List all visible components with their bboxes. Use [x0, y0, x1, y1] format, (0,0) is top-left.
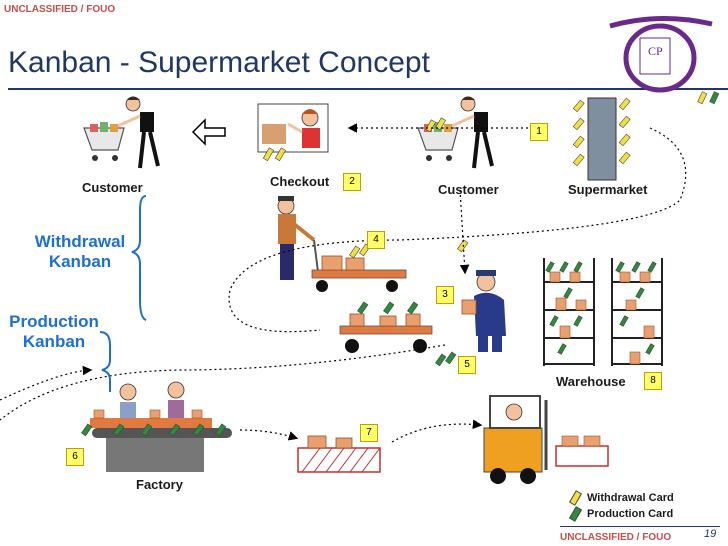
step-badge-4: 4	[367, 231, 385, 249]
warehouse-worker-icon	[461, 270, 506, 352]
legend-withdrawal: Withdrawal Card	[568, 490, 708, 506]
production-kanban-label: Production Kanban	[9, 312, 99, 351]
warehouse-label: Warehouse	[556, 374, 626, 389]
factory-label: Factory	[136, 477, 183, 492]
legend-withdrawal-label: Withdrawal Card	[587, 492, 674, 504]
step-badge-7: 7	[360, 424, 378, 442]
classification-bottom: UNCLASSIFIED / FOUO	[560, 532, 672, 543]
forklift-icon	[483, 395, 609, 484]
corner-cards-icon	[697, 91, 720, 105]
parts-pallet-icon	[297, 435, 381, 473]
step-badge-1: 1	[530, 123, 548, 141]
page-title: Kanban - Supermarket Concept	[8, 46, 430, 79]
worker-cart-icon	[277, 196, 407, 292]
supermarket-shelf-icon	[572, 97, 631, 181]
legend: Withdrawal Card Production Card	[568, 490, 708, 522]
step-badge-3: 3	[436, 286, 454, 304]
footer-divider	[560, 526, 720, 527]
customer-label-left: Customer	[82, 180, 143, 195]
checkout-clerk-icon	[257, 103, 329, 162]
supermarket-label: Supermarket	[568, 182, 648, 197]
customer-label-right: Customer	[438, 182, 499, 197]
page-number: 19	[704, 528, 717, 540]
warehouse-rack-icon	[543, 258, 663, 366]
kanban-brace-icon	[99, 195, 147, 392]
legend-production: Production Card	[568, 506, 708, 522]
customer-shopping-cart-icon	[83, 96, 160, 169]
production-card-icon	[568, 506, 583, 522]
legend-production-label: Production Card	[587, 508, 674, 520]
step-badge-6: 6	[66, 448, 84, 466]
kanban-cards-icon	[435, 239, 469, 367]
title-divider	[8, 88, 728, 90]
classification-top: UNCLASSIFIED / FOUO	[4, 4, 116, 15]
step-badge-8: 8	[644, 372, 662, 390]
logo-icon: CP	[609, 15, 713, 93]
svg-text:CP: CP	[648, 44, 663, 58]
step-badge-5: 5	[458, 356, 476, 374]
withdrawal-card-icon	[568, 490, 583, 506]
flow-arrow-icon	[191, 118, 226, 146]
withdrawal-kanban-label: Withdrawal Kanban	[34, 232, 126, 271]
customer-shopping-cart-icon	[417, 96, 494, 169]
checkout-label: Checkout	[270, 174, 330, 189]
parts-cart-icon	[339, 301, 433, 353]
step-badge-2: 2	[343, 173, 361, 191]
factory-workers-icon	[81, 381, 232, 472]
